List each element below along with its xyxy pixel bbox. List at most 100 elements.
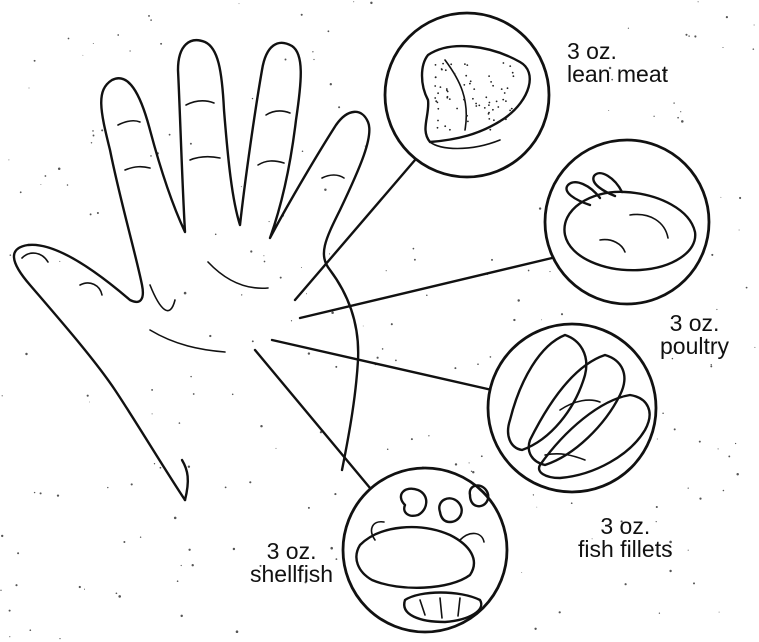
speckle-dot [190, 143, 192, 145]
speckle-dot [34, 492, 35, 493]
speckle-dot [711, 364, 712, 365]
steak-dot [466, 115, 468, 117]
speckle-dot [150, 19, 152, 21]
speckle-dot [685, 34, 687, 36]
steak-dot [489, 129, 491, 131]
leader-line-fish-fillets [272, 340, 492, 390]
steak-dot [513, 75, 515, 77]
speckle-dot [334, 493, 336, 495]
speckle-dot [116, 592, 118, 594]
steak-dot [449, 98, 451, 100]
speckle-dot [232, 394, 234, 396]
speckle-dot [370, 2, 372, 4]
speckle-dot [17, 552, 19, 554]
speckle-dot [40, 492, 42, 494]
speckle-dot [151, 389, 153, 391]
speckle-dot [477, 363, 479, 365]
speckle-dot [528, 270, 530, 272]
steak-dot [467, 121, 469, 123]
poultry-amount: 3 oz. [660, 312, 729, 335]
speckle-dot [260, 425, 262, 427]
steak-dot [473, 88, 475, 90]
speckle-dot [662, 412, 664, 414]
steak-dot [437, 108, 439, 110]
steak-dot [456, 108, 458, 110]
speckle-dot [414, 259, 416, 261]
speckle-dot [657, 438, 658, 439]
speckle-dot [160, 467, 162, 469]
speckle-dot [180, 615, 182, 617]
steak-dot [437, 102, 439, 104]
speckle-dot [653, 116, 654, 117]
lean-meat-illustration [385, 13, 549, 177]
speckle-dot [723, 490, 725, 492]
speckle-dot [15, 584, 17, 586]
steak-dot [475, 105, 477, 107]
speckle-dot [57, 494, 59, 496]
steak-dot [454, 73, 456, 75]
steak-dot [446, 90, 448, 92]
speckle-dot [698, 1, 699, 2]
steak-dot [512, 72, 514, 74]
poultry-circle [545, 140, 709, 304]
finger-crease [190, 157, 220, 160]
speckle-dot [571, 502, 573, 504]
steak-dot [485, 96, 487, 98]
speckle-dot [536, 507, 537, 508]
steak-dot [488, 118, 490, 120]
speckle-dot [454, 367, 456, 369]
speckle-dot [377, 357, 379, 359]
speckle-dot [659, 613, 660, 614]
palm-crease [150, 285, 175, 311]
steak-dot [449, 129, 451, 131]
steak-dot [496, 101, 498, 103]
steak-dot [488, 75, 490, 77]
steak-dot [442, 63, 444, 65]
speckle-dot [561, 313, 563, 315]
speckle-dot [736, 473, 738, 475]
speckle-dot [285, 59, 287, 61]
label-fish-fillets: 3 oz. fish fillets [578, 515, 673, 561]
leader-line-shellfish [255, 350, 380, 500]
speckle-dot [335, 558, 337, 560]
speckle-dot [338, 106, 340, 108]
speckle-dot [263, 255, 264, 256]
speckle-dot [150, 155, 152, 157]
speckle-dot [308, 352, 310, 354]
speckle-dot [719, 612, 720, 613]
speckle-dot [491, 259, 493, 261]
speckle-dot [10, 254, 12, 256]
speckle-dot [264, 261, 266, 263]
speckle-dot [426, 294, 428, 296]
thumb-crease [80, 283, 102, 295]
speckle-dot [192, 564, 194, 566]
speckle-dot [45, 175, 47, 177]
speckle-dot [681, 120, 684, 123]
finger-crease [186, 101, 214, 105]
speckle-dot [720, 197, 721, 198]
speckle-dot [91, 142, 92, 143]
speckle-dot [269, 221, 270, 222]
speckle-dot [190, 376, 191, 377]
speckle-dot [236, 630, 239, 633]
fish-fillets-food: fish fillets [578, 538, 673, 561]
finger-crease [118, 121, 140, 125]
speckle-dot [8, 159, 9, 160]
steak-dot [507, 87, 509, 89]
steak-dot [447, 96, 449, 98]
speckle-dot [673, 102, 674, 103]
speckle-dot [68, 38, 70, 40]
speckle-dot [34, 60, 36, 62]
speckle-dot [131, 483, 133, 485]
steak-dot [478, 105, 480, 107]
speckle-dot [534, 628, 536, 630]
speckle-dot [428, 435, 429, 436]
speckle-dot [674, 428, 676, 430]
speckle-dot [154, 463, 155, 464]
speckle-dot [107, 487, 108, 488]
steak-dot [490, 81, 492, 83]
steak-dot [441, 68, 443, 70]
speckle-dot [188, 466, 190, 468]
steak-dot [434, 97, 436, 99]
speckle-dot [93, 43, 94, 44]
